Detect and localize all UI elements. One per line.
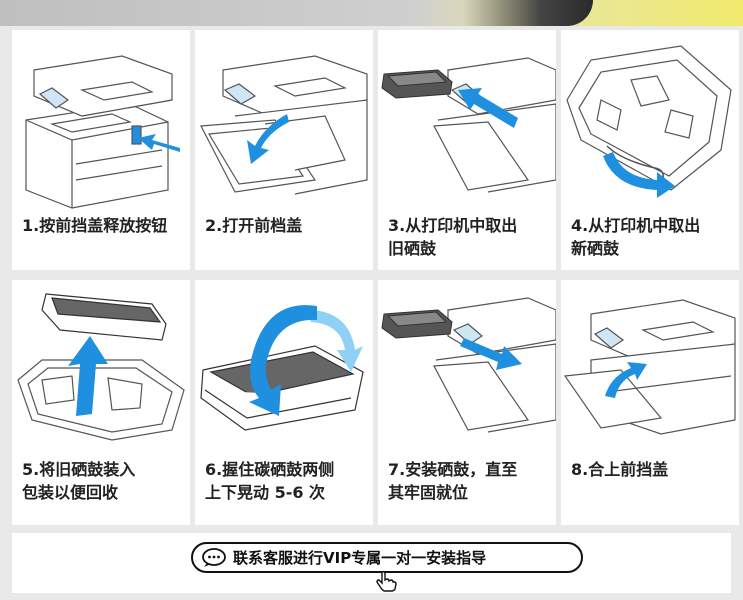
- remove-old-cartridge-illustration: [378, 30, 556, 230]
- step-line: 从打印机中取出: [405, 216, 517, 235]
- step-line: 握住碳硒鼓两侧: [222, 460, 334, 479]
- chat-bubble-icon: [201, 548, 227, 568]
- step-number: 3.: [388, 216, 405, 235]
- open-front-cover-illustration: [195, 30, 373, 230]
- step-number: 4.: [571, 216, 588, 235]
- step-number: 2.: [205, 216, 222, 235]
- step-caption-6: 6.握住碳硒鼓两侧 上下晃动 5-6 次: [205, 458, 367, 504]
- step-line: 按前挡盖释放按钮: [39, 216, 167, 235]
- step-line: 合上前挡盖: [588, 460, 668, 479]
- cartridge-body: [201, 346, 363, 430]
- contact-support-button[interactable]: 联系客服进行VIP专属一对一安装指导: [191, 542, 583, 573]
- footer-panel: 联系客服进行VIP专属一对一安装指导: [12, 533, 731, 593]
- step-card-2: 2.打开前档盖: [195, 30, 373, 270]
- step-card-4: 4.从打印机中取出 新硒鼓: [561, 30, 739, 270]
- shake-cartridge-illustration: [195, 280, 373, 480]
- close-front-cover-illustration: [561, 280, 739, 480]
- step-caption-7: 7.安装硒鼓，直至 其牢固就位: [388, 458, 550, 504]
- step-card-3: 3.从打印机中取出 旧硒鼓: [378, 30, 556, 270]
- unpack-new-cartridge-illustration: [561, 30, 739, 230]
- step-line: 旧硒鼓: [388, 239, 436, 258]
- step-line: 上下晃动 5-6 次: [205, 483, 325, 502]
- step-line: 将旧硒鼓装入: [39, 460, 135, 479]
- step-line: 打开前档盖: [222, 216, 302, 235]
- step-card-6: 6.握住碳硒鼓两侧 上下晃动 5-6 次: [195, 280, 373, 525]
- step-caption-1: 1.按前挡盖释放按钮: [22, 214, 184, 237]
- step-line: 安装硒鼓，直至: [405, 460, 517, 479]
- step-number: 5.: [22, 460, 39, 479]
- step-number: 7.: [388, 460, 405, 479]
- step-number: 6.: [205, 460, 222, 479]
- step-line: 新硒鼓: [571, 239, 619, 258]
- hand-pointer-icon: [375, 570, 397, 592]
- step-caption-2: 2.打开前档盖: [205, 214, 367, 237]
- step-line: 从打印机中取出: [588, 216, 700, 235]
- step-caption-4: 4.从打印机中取出 新硒鼓: [571, 214, 733, 260]
- step-number: 8.: [571, 460, 588, 479]
- new-cartridge: [382, 310, 452, 338]
- step-caption-5: 5.将旧硒鼓装入 包装以便回收: [22, 458, 184, 504]
- old-cartridge-top: [42, 294, 166, 340]
- install-cartridge-illustration: [378, 280, 556, 480]
- step-line: 包装以便回收: [22, 483, 118, 502]
- contact-support-label: 联系客服进行VIP专属一对一安装指导: [233, 547, 486, 568]
- old-cartridge: [382, 70, 452, 98]
- printer-release-button-illustration: [12, 30, 190, 230]
- step-caption-8: 8.合上前挡盖: [571, 458, 733, 481]
- step-card-7: 7.安装硒鼓，直至 其牢固就位: [378, 280, 556, 525]
- step-caption-3: 3.从打印机中取出 旧硒鼓: [388, 214, 550, 260]
- step-number: 1.: [22, 216, 39, 235]
- pack-old-cartridge-illustration: [12, 280, 190, 480]
- step-card-1: 1.按前挡盖释放按钮: [12, 30, 190, 270]
- step-card-8: 8.合上前挡盖: [561, 280, 739, 525]
- step-card-5: 5.将旧硒鼓装入 包装以便回收: [12, 280, 190, 525]
- step-line: 其牢固就位: [388, 483, 468, 502]
